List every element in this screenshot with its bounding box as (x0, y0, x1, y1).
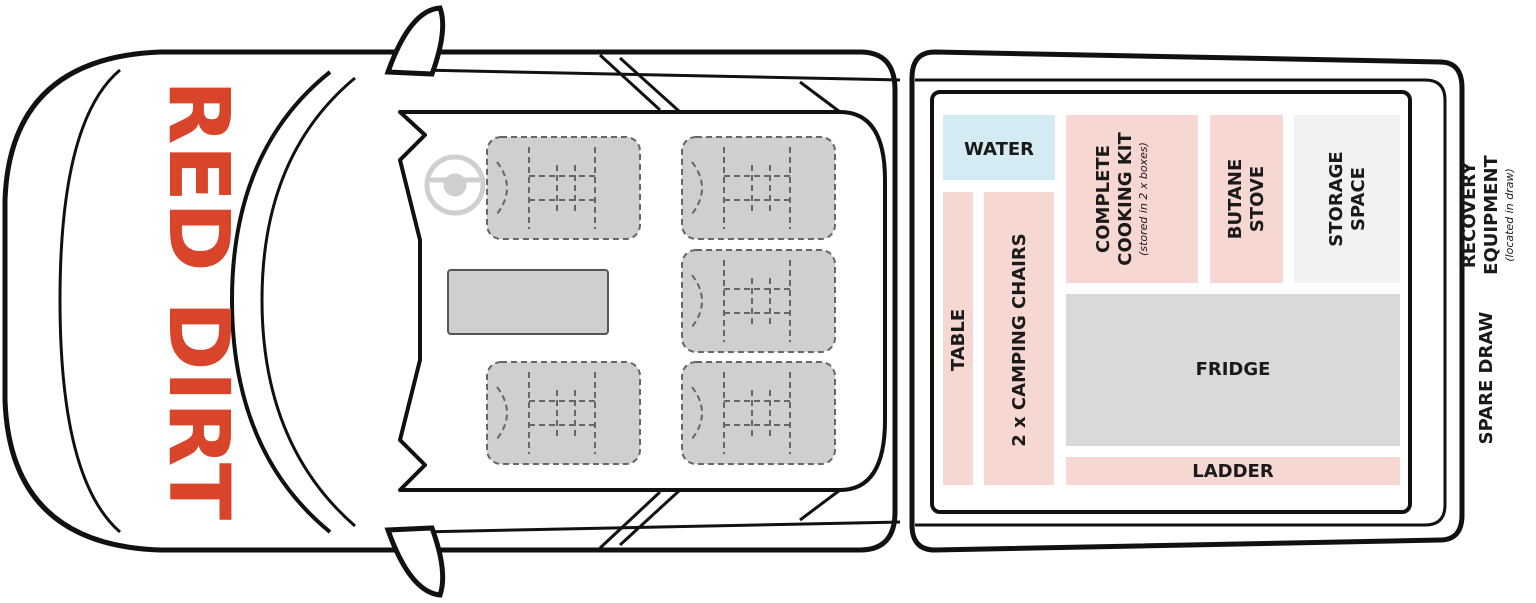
fridge-compartment (1066, 294, 1400, 446)
seat (681, 136, 836, 240)
water-label: WATER (964, 139, 1034, 160)
steering-wheel-icon (424, 154, 486, 216)
cooking-kit-label-1: COMPLETE (1093, 145, 1114, 253)
fridge-label: FRIDGE (1196, 359, 1271, 380)
butane-stove-compartment (1210, 115, 1283, 283)
butane-stove-label-1: BUTANE (1225, 159, 1246, 240)
recovery-equipment-label-1: RECOVERY (1459, 161, 1480, 268)
table-label: TABLE (948, 309, 969, 371)
cooking-kit-compartment (1066, 115, 1198, 283)
water-compartment (943, 115, 1055, 180)
spare-draw-label: SPARE DRAW (1476, 312, 1497, 445)
seat (681, 249, 836, 353)
brand-logo-text: RED DIRT (150, 80, 248, 520)
recovery-equipment-note: (located in draw) (1503, 168, 1516, 261)
storage-space-label-2: SPACE (1348, 167, 1369, 231)
camping-chairs-compartment (984, 192, 1054, 485)
cooking-kit-label-2: COOKING KIT (1115, 132, 1136, 266)
seats-group (486, 136, 836, 465)
cooking-kit-note: (stored in 2 x boxes) (1137, 142, 1150, 256)
camping-chairs-label: 2 x CAMPING CHAIRS (1009, 233, 1030, 446)
mirror-top (384, 5, 446, 77)
table-compartment (943, 192, 973, 485)
cab-outline (2, 49, 901, 553)
ladder-compartment (1066, 457, 1400, 485)
seat (681, 361, 836, 465)
recovery-equipment-label-2: EQUIPMENT (1481, 154, 1502, 274)
tray-outline (909, 49, 1465, 553)
storage-space-compartment (1294, 115, 1400, 283)
seat (486, 136, 641, 240)
mirror-bottom (384, 525, 446, 598)
center-console (447, 269, 609, 335)
storage-space-label-1: STORAGE (1326, 151, 1347, 246)
seat (486, 361, 641, 465)
butane-stove-label-2: STOVE (1247, 166, 1268, 232)
ladder-label: LADDER (1192, 461, 1274, 482)
